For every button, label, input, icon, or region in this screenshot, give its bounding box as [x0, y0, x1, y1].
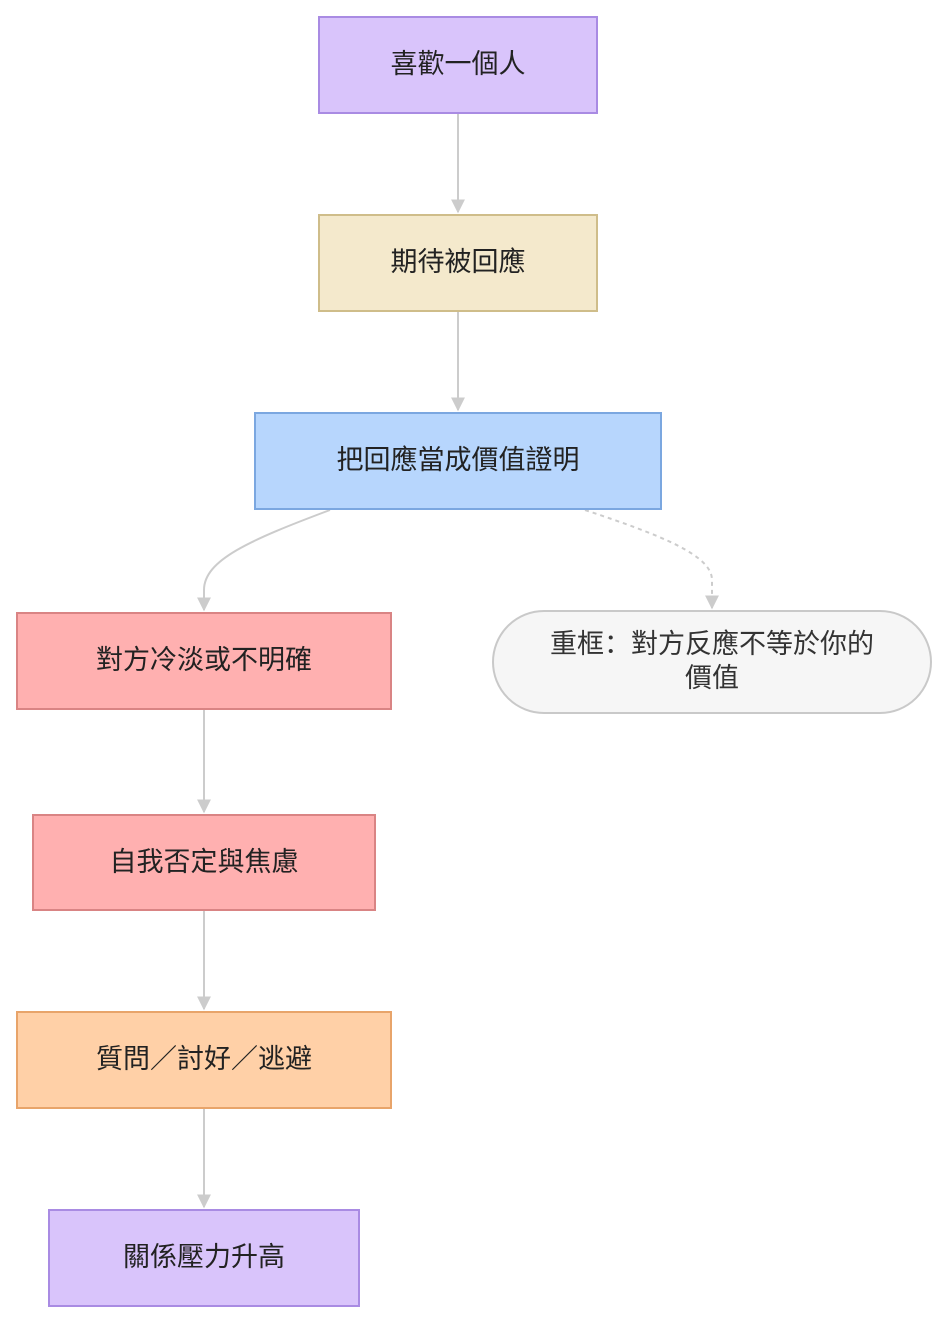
node-label: 把回應當成價值證明 [336, 445, 580, 476]
node-label: 自我否定與焦慮 [109, 846, 299, 878]
node-expect-response: 期待被回應 [318, 214, 598, 312]
node-like-someone: 喜歡一個人 [318, 16, 598, 114]
node-label: 關係壓力升高 [123, 1242, 285, 1273]
reframe-text: 重框：對方反應不等於你的 價值 [550, 628, 874, 696]
node-pressure-rises: 關係壓力升高 [48, 1209, 360, 1307]
edge-proof-to-reframe [584, 509, 719, 610]
reframe-line-2: 價值 [685, 663, 739, 694]
node-self-negation: 自我否定與焦慮 [32, 814, 376, 911]
edge-proof-to-cold [197, 509, 331, 612]
node-cold-unclear: 對方冷淡或不明確 [16, 612, 392, 710]
node-label: 期待被回應 [390, 247, 526, 278]
node-reframe: 重框：對方反應不等於你的 價值 [492, 610, 932, 714]
reframe-line-1: 重框：對方反應不等於你的 [550, 629, 874, 660]
node-response-as-proof: 把回應當成價值證明 [254, 412, 662, 510]
node-label: 對方冷淡或不明確 [96, 645, 312, 676]
node-label: 質問／討好／逃避 [96, 1044, 312, 1075]
node-reactions: 質問／討好／逃避 [16, 1011, 392, 1109]
node-label: 喜歡一個人 [390, 49, 526, 80]
